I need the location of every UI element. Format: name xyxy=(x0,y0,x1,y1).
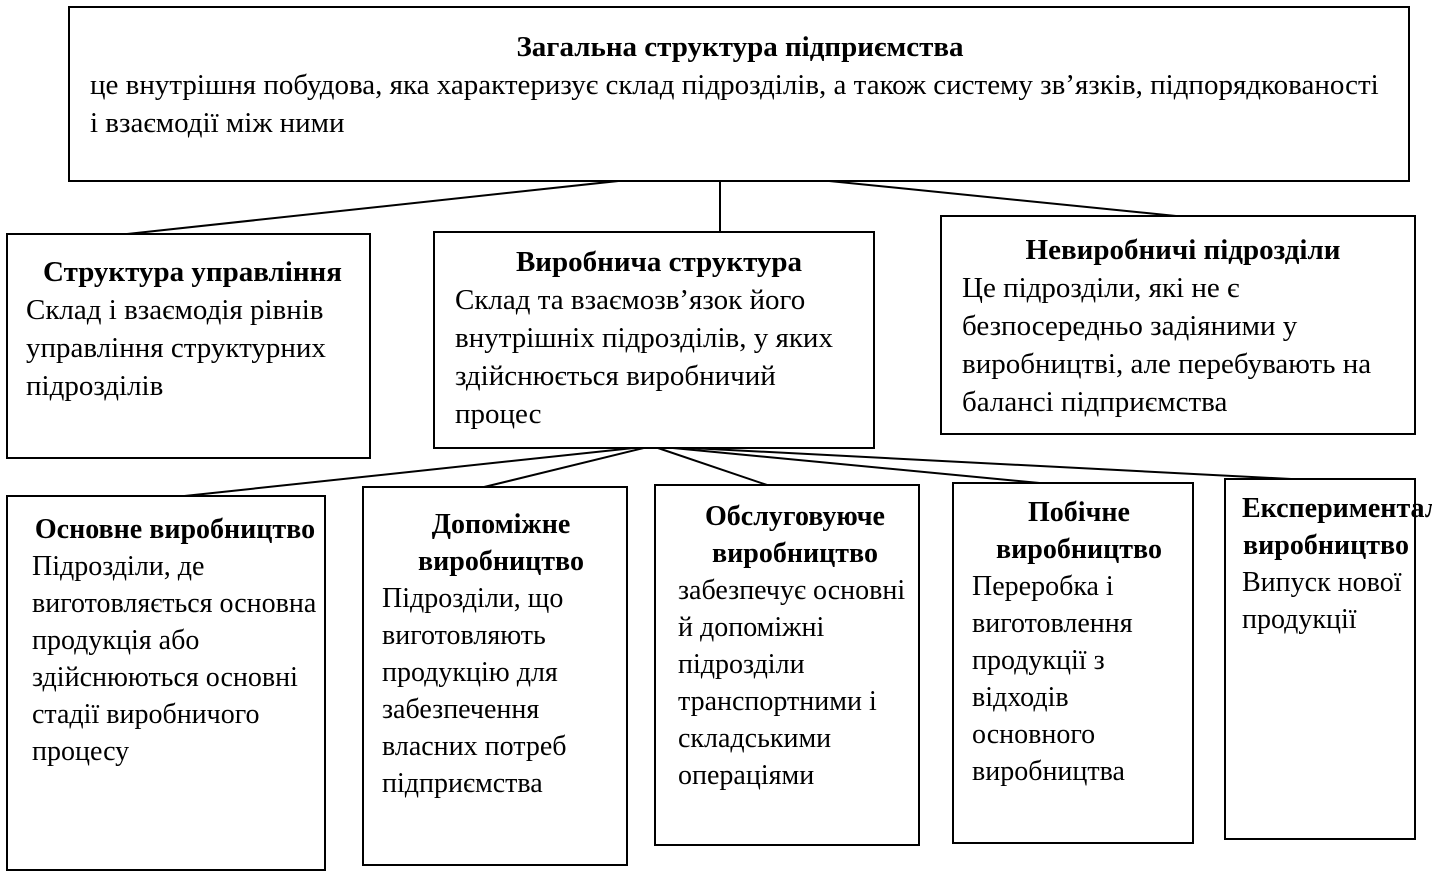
side-production-title: Побічне виробництво xyxy=(996,497,1162,565)
nonproduction-units-desc: Це підрозділи, які не є безпосередньо за… xyxy=(962,272,1372,418)
link-production-side xyxy=(651,445,1051,485)
nonproduction-units-title: Невиробничі підрозділи xyxy=(1025,234,1341,266)
production-structure-title: Виробнича структура xyxy=(515,246,803,278)
nonproduction-units-box: Невиробничі підрозділи Це підрозділи, як… xyxy=(940,215,1416,435)
side-production-desc: Переробка і виготовлення продукції з від… xyxy=(972,571,1133,787)
production-structure-box: Виробнича структура Склад та взаємозв’яз… xyxy=(433,231,875,449)
production-structure-desc: Склад та взаємозв’язок його внутрішніх п… xyxy=(455,284,833,430)
service-production-title: Обслуговуюче виробництво xyxy=(705,501,885,569)
main-production-desc: Підрозділи, де виготовляється основна пр… xyxy=(32,551,317,767)
main-production-title: Основне виробництво xyxy=(34,514,316,545)
auxiliary-production-title: Допоміжне виробництво xyxy=(418,509,584,577)
main-production-box: Основне виробництво Підрозділи, де вигот… xyxy=(6,495,326,871)
link-production-experimental xyxy=(651,445,1311,481)
experimental-production-box: Експериментальне виробництво Випуск ново… xyxy=(1224,478,1432,840)
general-structure-desc: це внутрішня побудова, яка характеризує … xyxy=(90,69,1379,139)
service-production-desc: забезпечує основні й допоміжні підрозділ… xyxy=(678,575,906,791)
general-structure-title: Загальна структура підприємства xyxy=(516,31,964,63)
link-production-service xyxy=(651,445,771,487)
experimental-production-desc: Випуск нової продукції xyxy=(1242,567,1402,635)
auxiliary-production-box: Допоміжне виробництво Підрозділи, що виг… xyxy=(362,486,628,866)
auxiliary-production-desc: Підрозділи, що виготовляють продукцію дл… xyxy=(382,583,567,799)
service-production-box: Обслуговуюче виробництво забезпечує осно… xyxy=(654,484,920,846)
general-structure-box: Загальна структура підприємства це внутр… xyxy=(68,6,1410,182)
experimental-production-title: Експериментальне виробництво xyxy=(1242,493,1432,561)
management-structure-title: Структура управління xyxy=(43,256,342,288)
link-production-auxiliary xyxy=(479,445,653,489)
side-production-box: Побічне виробництво Переробка і виготовл… xyxy=(952,482,1194,844)
management-structure-desc: Склад і взаємодія рівнів управління стру… xyxy=(26,294,326,402)
management-structure-box: Структура управління Склад і взаємодія р… xyxy=(6,233,371,459)
link-production-main xyxy=(174,445,653,498)
